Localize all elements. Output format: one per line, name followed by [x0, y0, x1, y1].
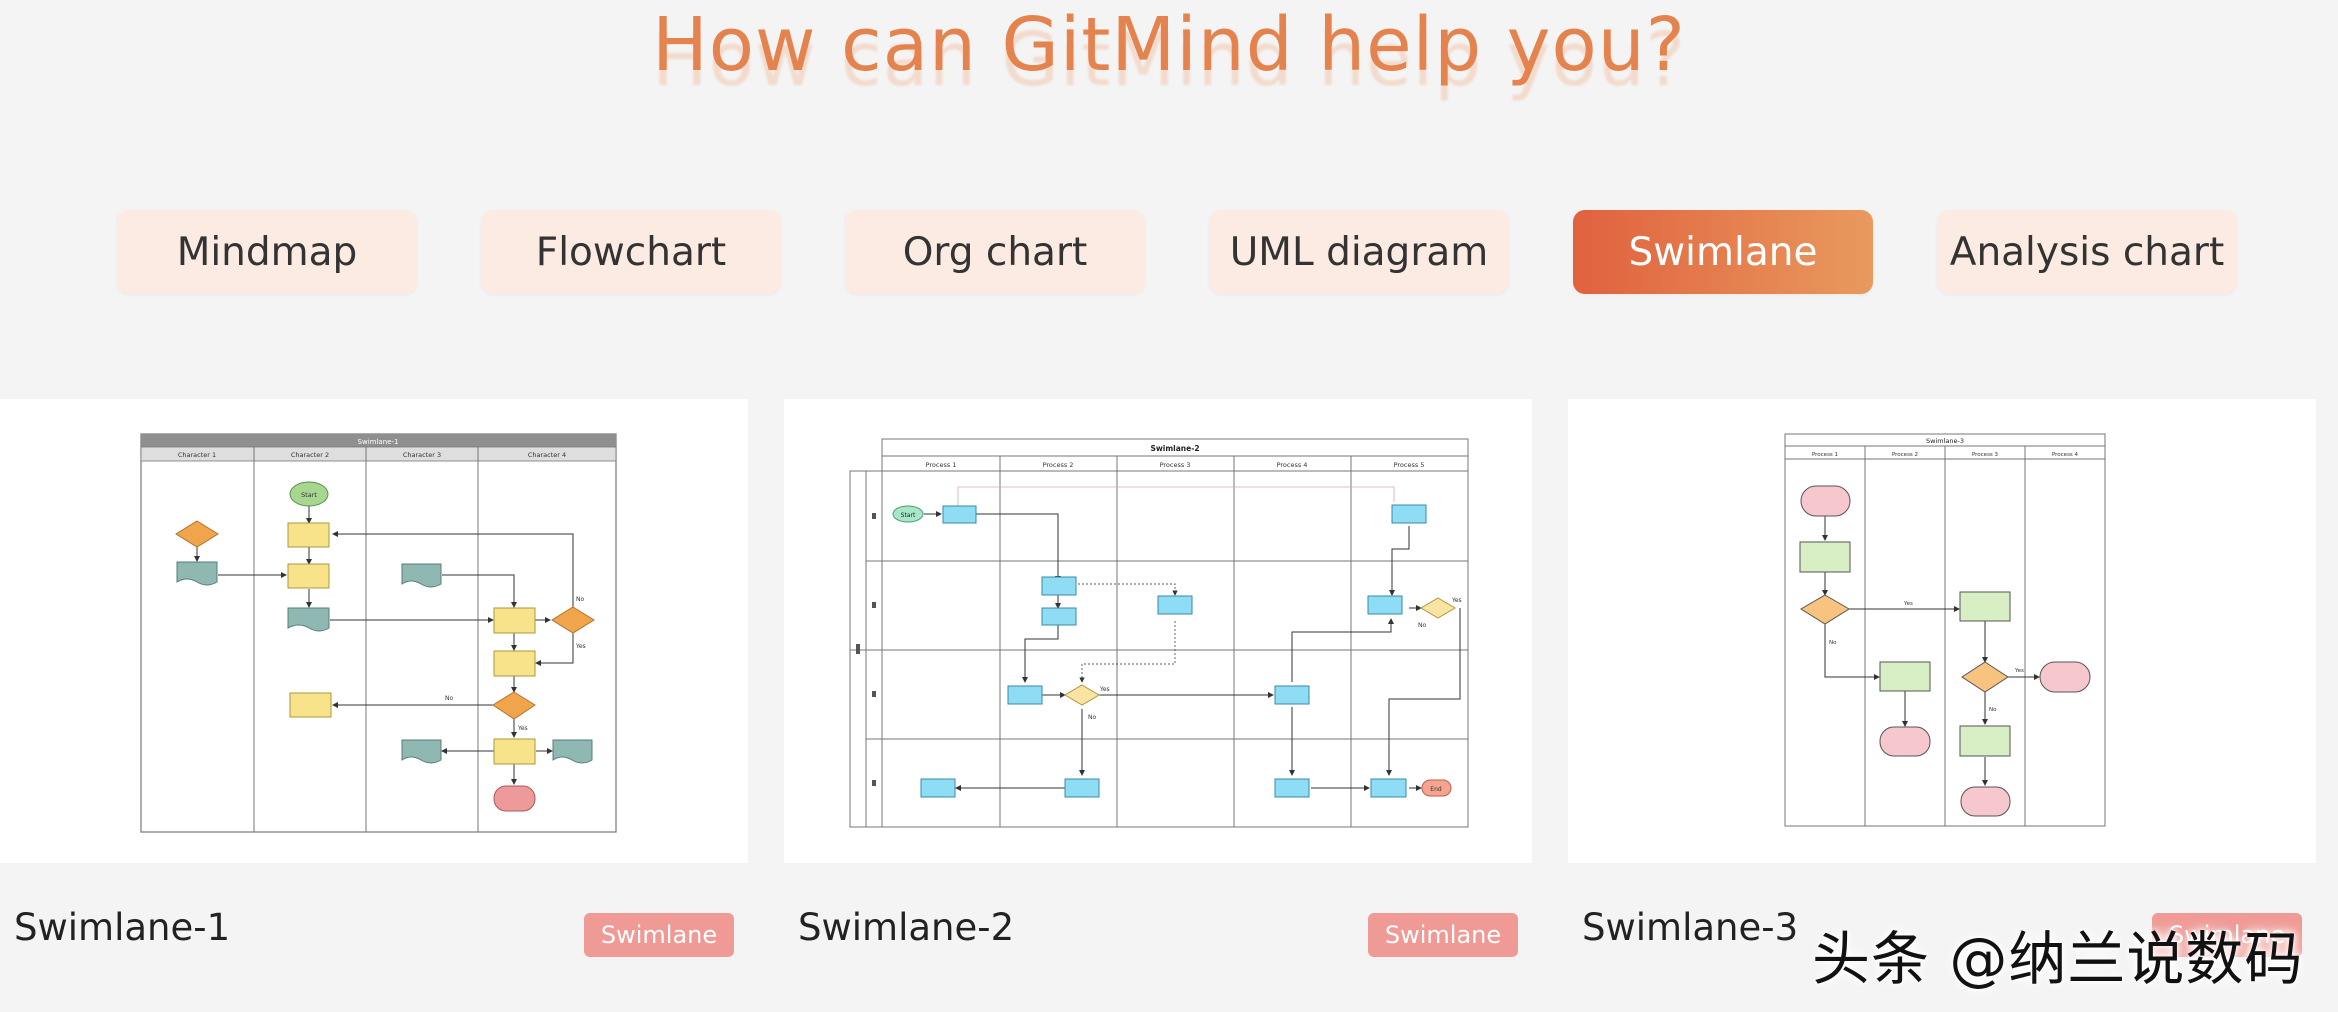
- diagram-title: Swimlane-3: [1926, 437, 1964, 445]
- edge-label: Yes: [1903, 601, 1913, 607]
- edge-label: No: [1989, 707, 1997, 713]
- lane-header: Process 2: [1892, 452, 1918, 458]
- edge-label: Yes: [1099, 686, 1110, 693]
- tab-flowchart[interactable]: Flowchart: [481, 210, 781, 294]
- edge-label: Yes: [1451, 597, 1462, 604]
- category-badge: Swimlane: [2152, 913, 2302, 957]
- diagram-title: Swimlane-2: [1150, 444, 1199, 453]
- lane-header: Process 1: [926, 461, 957, 469]
- lane-header: Process 2: [1043, 461, 1074, 469]
- category-badge: Swimlane: [584, 913, 734, 957]
- swimlane-2-diagram: Swimlane-2 Process 1 Process 2 Process 3…: [849, 438, 1469, 828]
- page-title: How can GitMind help you?: [652, 2, 1686, 88]
- template-card-swimlane-2[interactable]: Swimlane-2 Process 1 Process 2 Process 3…: [784, 399, 1532, 863]
- tab-uml-diagram[interactable]: UML diagram: [1209, 210, 1509, 294]
- end-node: End: [1430, 786, 1442, 793]
- edge-label: No: [1829, 640, 1837, 646]
- tab-swimlane[interactable]: Swimlane: [1573, 210, 1873, 294]
- swimlane-1-diagram: Swimlane-1 Character 1 Character 2 Chara…: [140, 433, 617, 833]
- card-title[interactable]: Swimlane-2: [798, 906, 1015, 949]
- category-badge: Swimlane: [1368, 913, 1518, 957]
- template-card-swimlane-3[interactable]: Swimlane-3 Process 1 Process 2 Process 3…: [1568, 399, 2316, 863]
- edge-label: No: [1418, 622, 1426, 629]
- diagram-title: Swimlane-1: [358, 438, 399, 446]
- lane-header: Process 5: [1394, 461, 1425, 469]
- lane-header: Process 4: [2052, 452, 2079, 458]
- lane-header: Process 1: [1812, 452, 1838, 458]
- category-tabs: Mindmap Flowchart Org chart UML diagram …: [0, 210, 2338, 296]
- edge-label: No: [445, 695, 453, 702]
- edge-label: Yes: [517, 725, 528, 732]
- edge-label: No: [1088, 714, 1096, 721]
- tab-mindmap[interactable]: Mindmap: [117, 210, 417, 294]
- lane-header: Process 3: [1972, 452, 1999, 458]
- lane-header: Process 4: [1277, 461, 1308, 469]
- edge-label: No: [576, 596, 584, 603]
- edge-label: Yes: [575, 643, 586, 650]
- lane-header: Process 3: [1160, 461, 1191, 469]
- lane-header: Character 3: [403, 451, 441, 459]
- swimlane-3-diagram: Swimlane-3 Process 1 Process 2 Process 3…: [1784, 433, 2106, 827]
- headline-area: How can GitMind help you? How can GitMin…: [0, 0, 2338, 110]
- lane-header: Character 2: [291, 451, 329, 459]
- headline-shadow: How can GitMind help you?: [652, 17, 1686, 103]
- card-title[interactable]: Swimlane-1: [14, 906, 231, 949]
- watermark: 头条 @纳兰说数码: [1812, 925, 2304, 993]
- lane-header: Character 4: [528, 451, 566, 459]
- start-node: Start: [301, 491, 317, 499]
- template-card-swimlane-1[interactable]: Swimlane-1 Character 1 Character 2 Chara…: [0, 399, 748, 863]
- edge-label: Yes: [2014, 668, 2024, 674]
- tab-analysis-chart[interactable]: Analysis chart: [1937, 210, 2237, 294]
- tab-org-chart[interactable]: Org chart: [845, 210, 1145, 294]
- start-node: Start: [901, 512, 916, 519]
- lane-header: Character 1: [178, 451, 216, 459]
- card-title[interactable]: Swimlane-3: [1582, 906, 1799, 949]
